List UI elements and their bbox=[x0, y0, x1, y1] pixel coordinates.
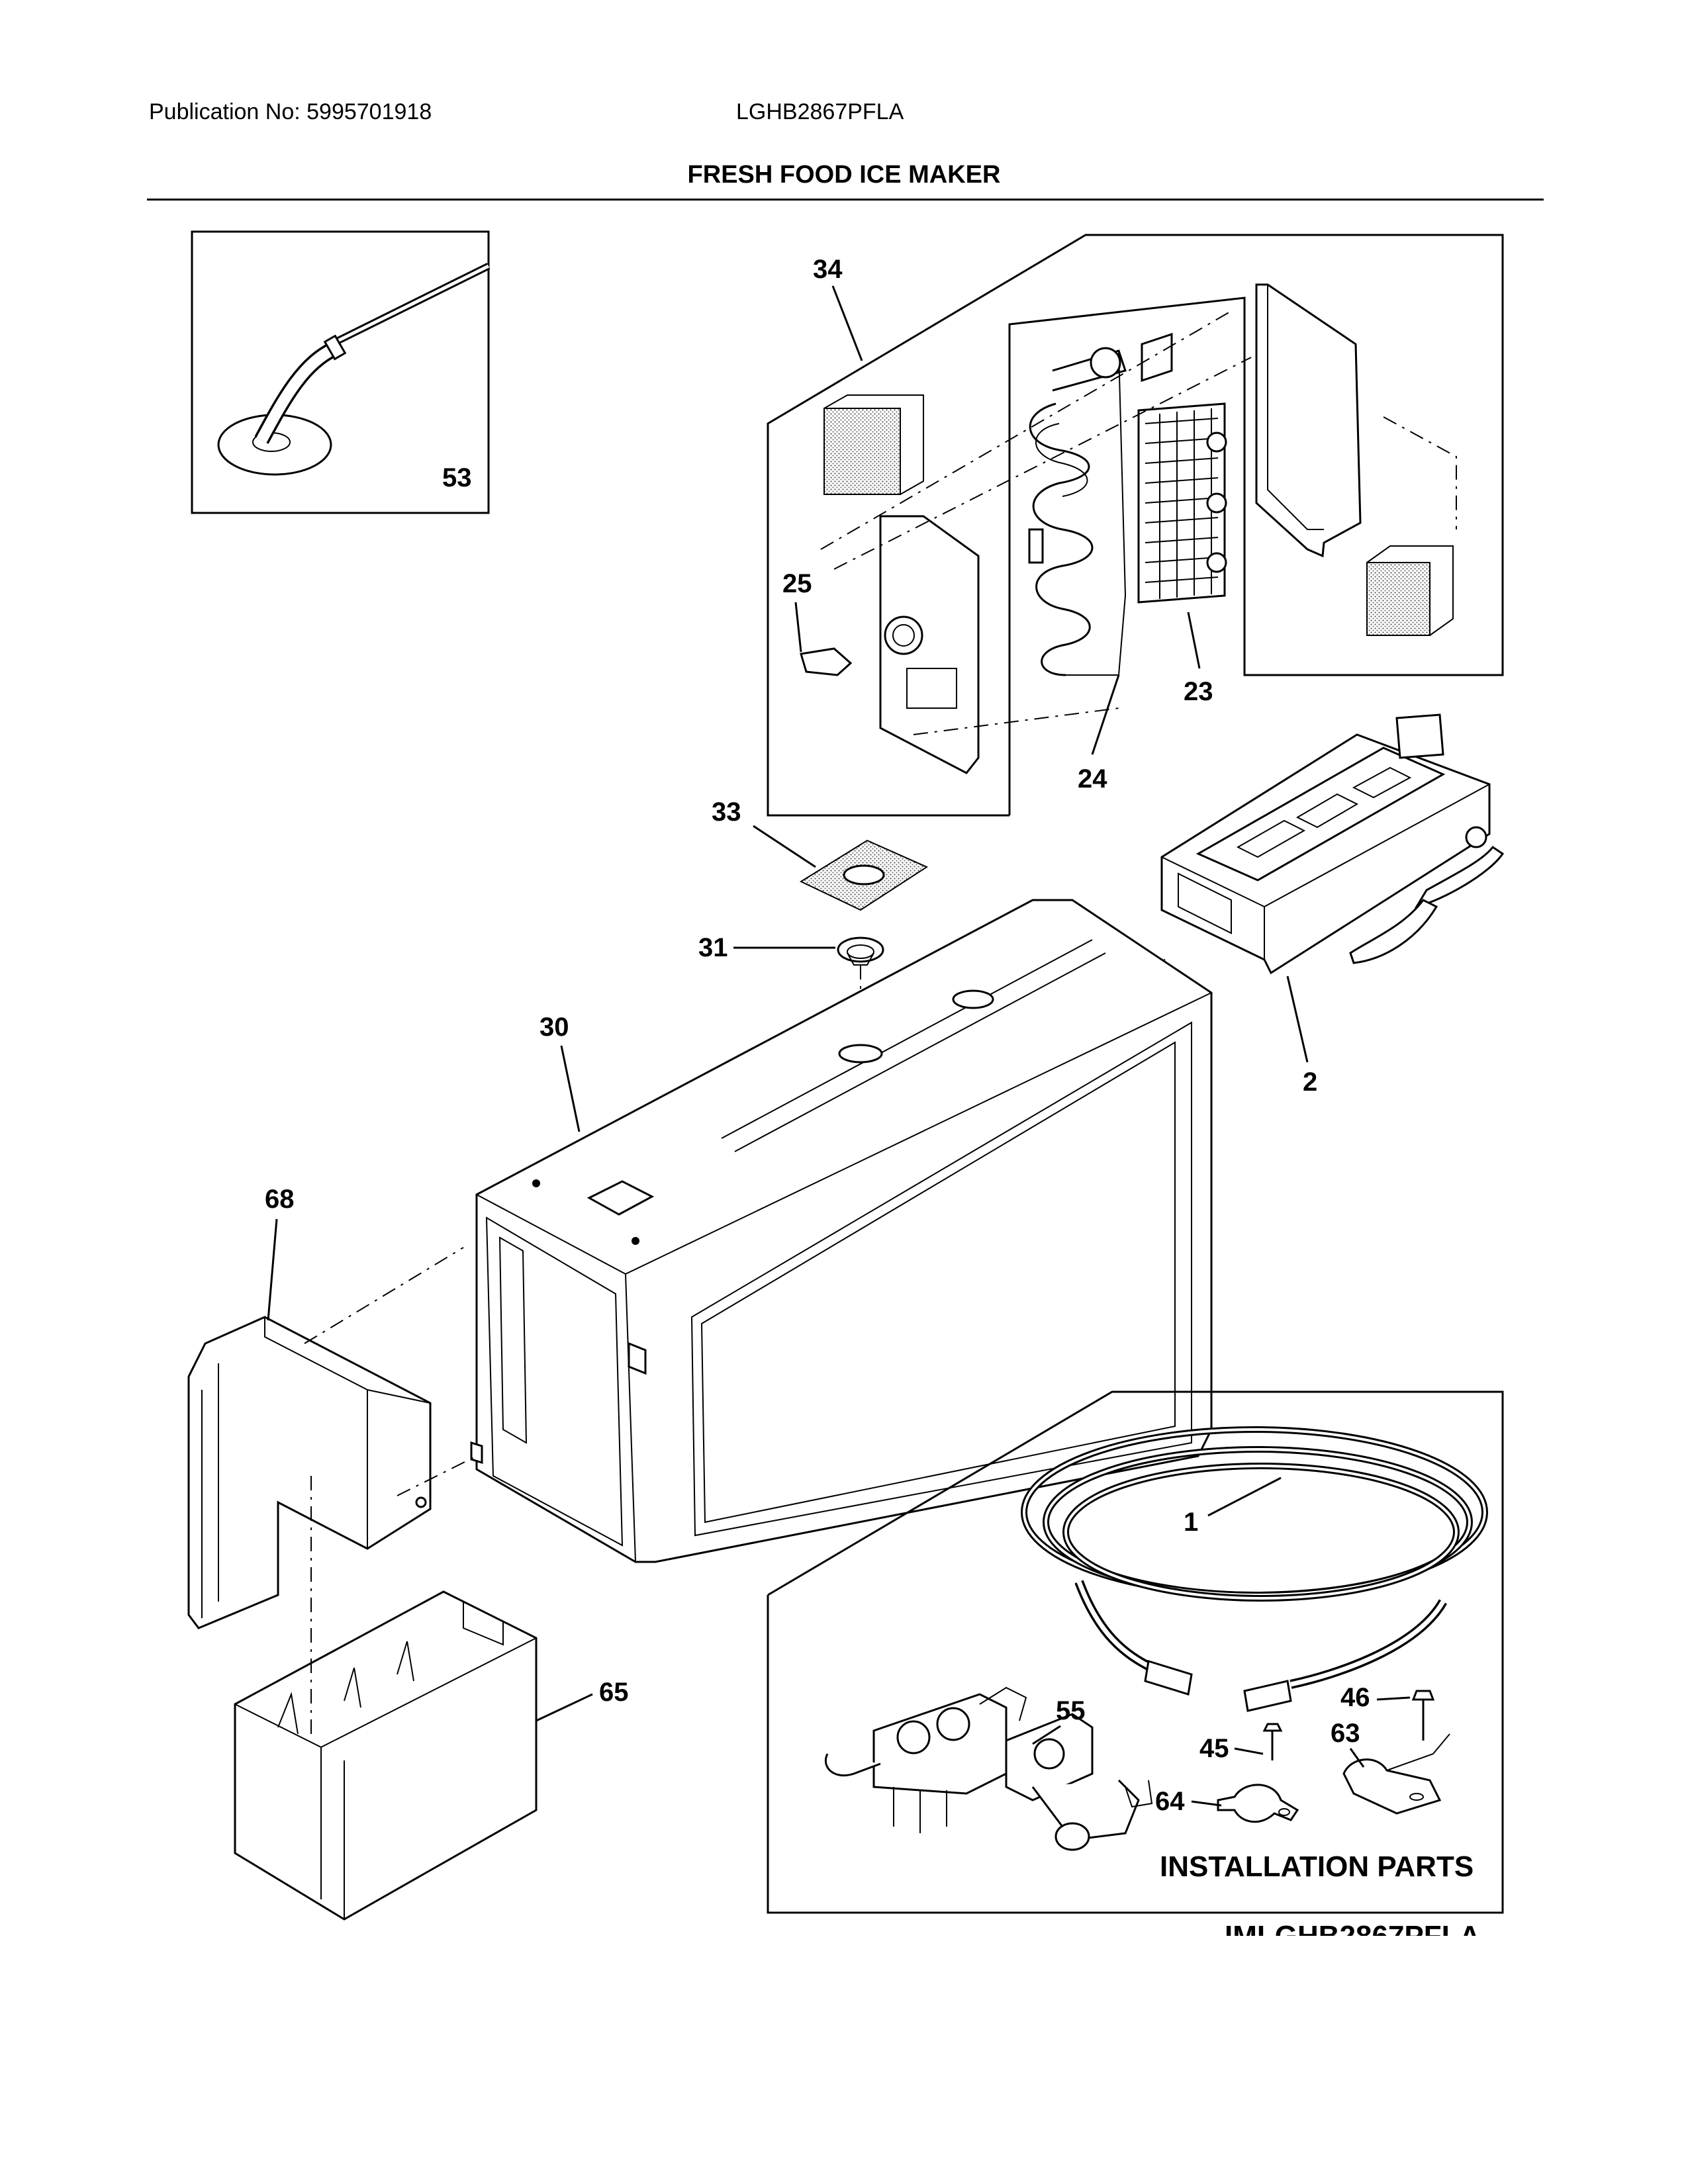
model-number: LGHB2867PFLA bbox=[736, 99, 904, 124]
ice-maker-2 bbox=[1160, 713, 1505, 975]
footer-code-clip: IMLGHB2867PFLA bbox=[1225, 1920, 1480, 1952]
callout-53: 53 bbox=[442, 463, 472, 492]
callout-68: 68 bbox=[265, 1185, 295, 1214]
page-title: FRESH FOOD ICE MAKER bbox=[687, 161, 1001, 189]
screw-45 bbox=[1262, 1723, 1283, 1760]
installation-parts-label: INSTALLATION PARTS bbox=[1160, 1850, 1474, 1883]
callout-65: 65 bbox=[599, 1678, 629, 1707]
callout-31: 31 bbox=[698, 933, 728, 962]
clamp-63 bbox=[1342, 1733, 1450, 1815]
water-valve-55 bbox=[824, 1686, 1153, 1851]
callout-45: 45 bbox=[1199, 1734, 1229, 1763]
detail-34-box bbox=[767, 234, 1504, 817]
callout-2: 2 bbox=[1303, 1068, 1317, 1097]
header-rule bbox=[147, 199, 1544, 201]
detail-53-box bbox=[191, 230, 491, 514]
clamp-64 bbox=[1217, 1784, 1299, 1823]
heater-fins-23 bbox=[1137, 402, 1227, 604]
callout-64: 64 bbox=[1155, 1787, 1185, 1816]
callout-30: 30 bbox=[539, 1013, 569, 1042]
callout-25: 25 bbox=[782, 569, 812, 598]
installation-parts-box bbox=[767, 1390, 1504, 1914]
side-cover-68 bbox=[187, 1316, 432, 1629]
callout-23: 23 bbox=[1184, 677, 1213, 706]
ice-bin-65 bbox=[234, 1590, 538, 1921]
callout-46: 46 bbox=[1340, 1683, 1370, 1712]
callout-24: 24 bbox=[1078, 764, 1107, 794]
callout-1: 1 bbox=[1184, 1508, 1198, 1537]
callout-34: 34 bbox=[813, 255, 843, 284]
callout-33: 33 bbox=[712, 797, 741, 827]
footer-code: IMLGHB2867PFLA bbox=[1225, 1920, 1480, 1952]
callout-55: 55 bbox=[1056, 1696, 1086, 1725]
publication-number: Publication No: 5995701918 bbox=[149, 99, 432, 124]
screw-46 bbox=[1411, 1690, 1435, 1741]
callout-63: 63 bbox=[1331, 1719, 1360, 1748]
gasket-33 bbox=[799, 839, 929, 911]
ice-maker-housing-30 bbox=[470, 899, 1213, 1563]
grommet-31 bbox=[837, 936, 884, 966]
